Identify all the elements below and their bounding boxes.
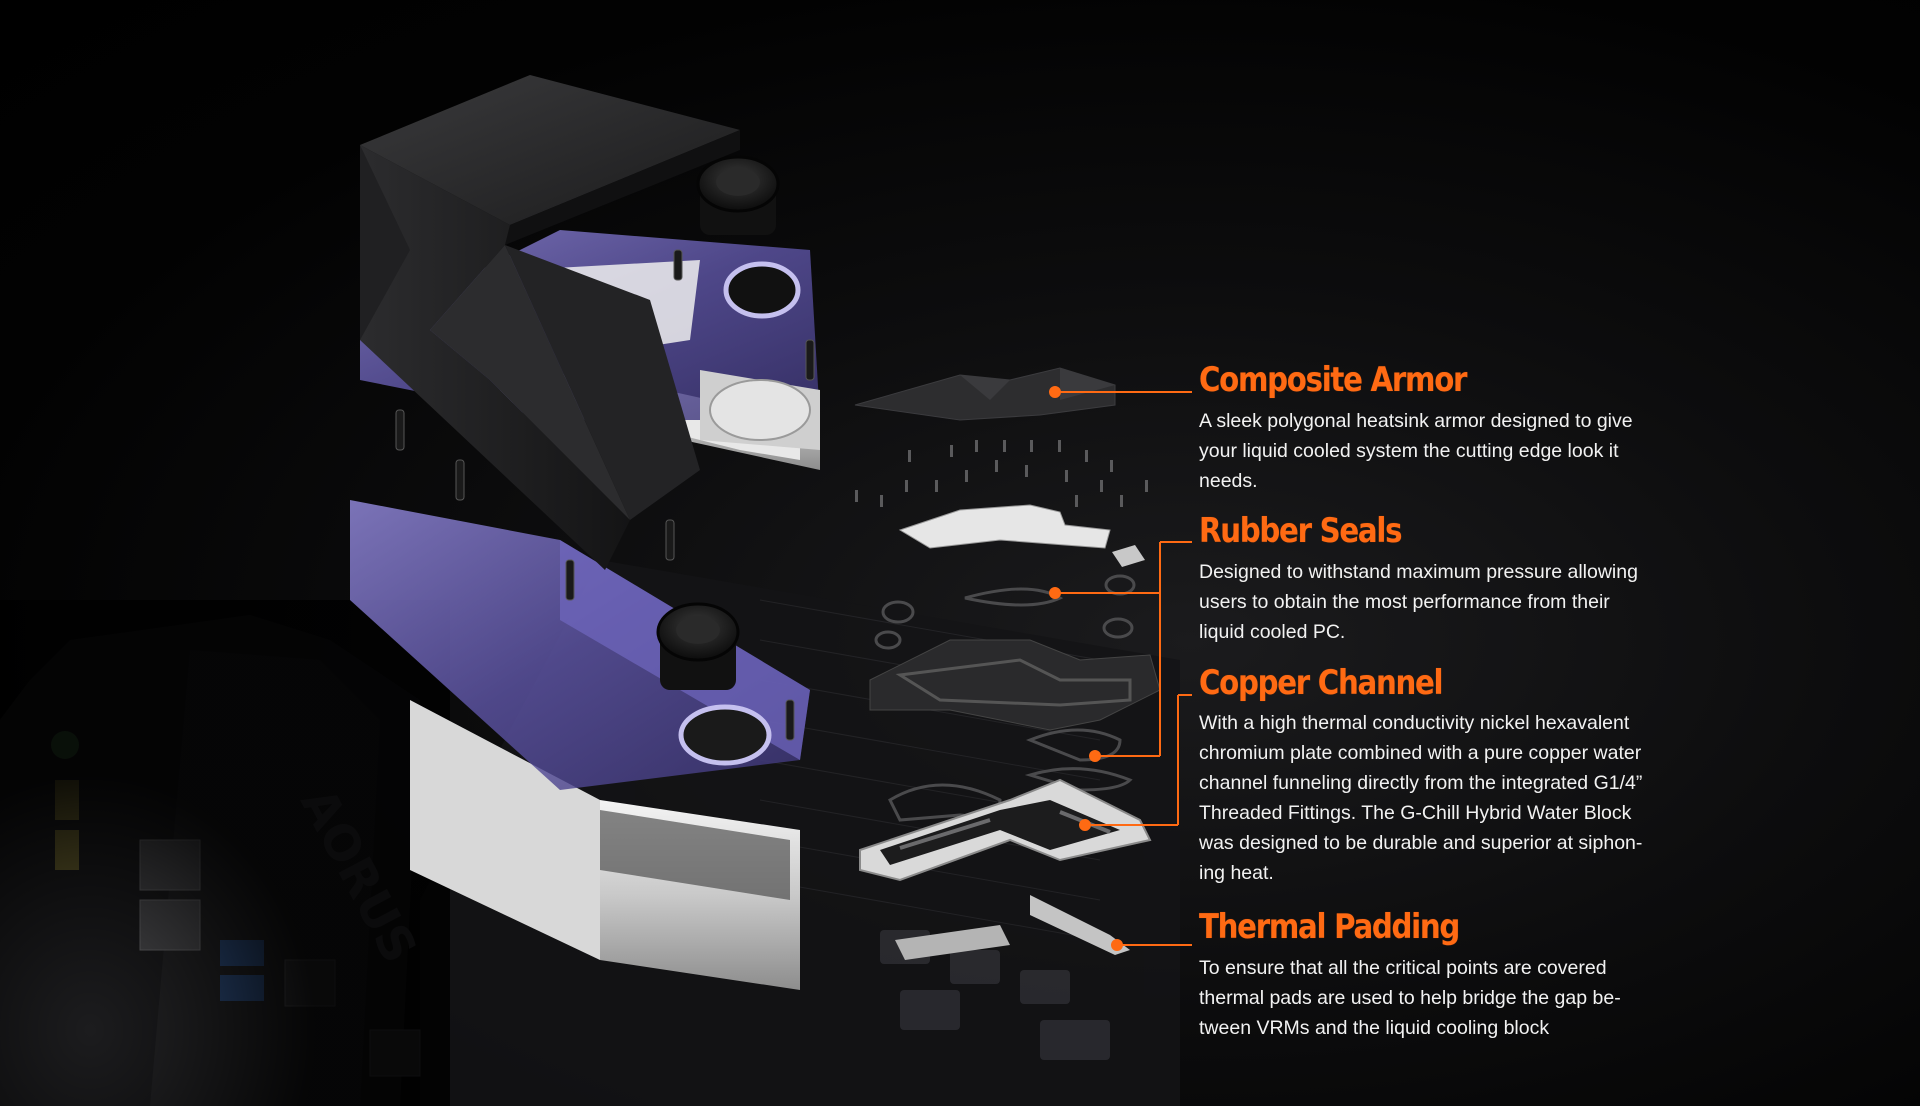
fitting-knob-upper	[696, 155, 780, 235]
feature-rubber-seals: Rubber Seals Designed to withstand maxim…	[1199, 511, 1669, 647]
feature-title: Rubber Seals	[1199, 511, 1402, 551]
thermal-pads	[895, 895, 1130, 960]
fitting-knob-lower	[656, 602, 740, 690]
feature-title: Thermal Padding	[1199, 907, 1460, 947]
feature-title: Copper Channel	[1199, 663, 1444, 703]
feature-description: With a high thermal conductivity nickel …	[1199, 712, 1643, 884]
feature-composite-armor: Composite Armor A sleek polygonal heatsi…	[1199, 360, 1669, 496]
feature-description: Designed to withstand maximum pressure a…	[1199, 561, 1638, 643]
mounting-pins	[855, 440, 1148, 507]
feature-copper-channel: Copper Channel With a high thermal condu…	[1199, 663, 1669, 888]
feature-title: Composite Armor	[1199, 360, 1467, 400]
feature-thermal-padding: Thermal Padding To ensure that all the c…	[1199, 907, 1669, 1043]
copper-water-channel	[859, 778, 1152, 882]
rubber-seals	[874, 574, 1136, 650]
callout-lines	[1049, 386, 1192, 951]
water-block-stack	[350, 75, 820, 990]
composite-armor-shroud	[360, 75, 740, 570]
feature-description: To ensure that all the critical points a…	[1199, 957, 1621, 1039]
io-shroud: AORUS	[0, 600, 450, 1106]
screws-stack	[395, 249, 815, 741]
feature-description: A sleek polygonal heatsink armor designe…	[1199, 410, 1633, 492]
